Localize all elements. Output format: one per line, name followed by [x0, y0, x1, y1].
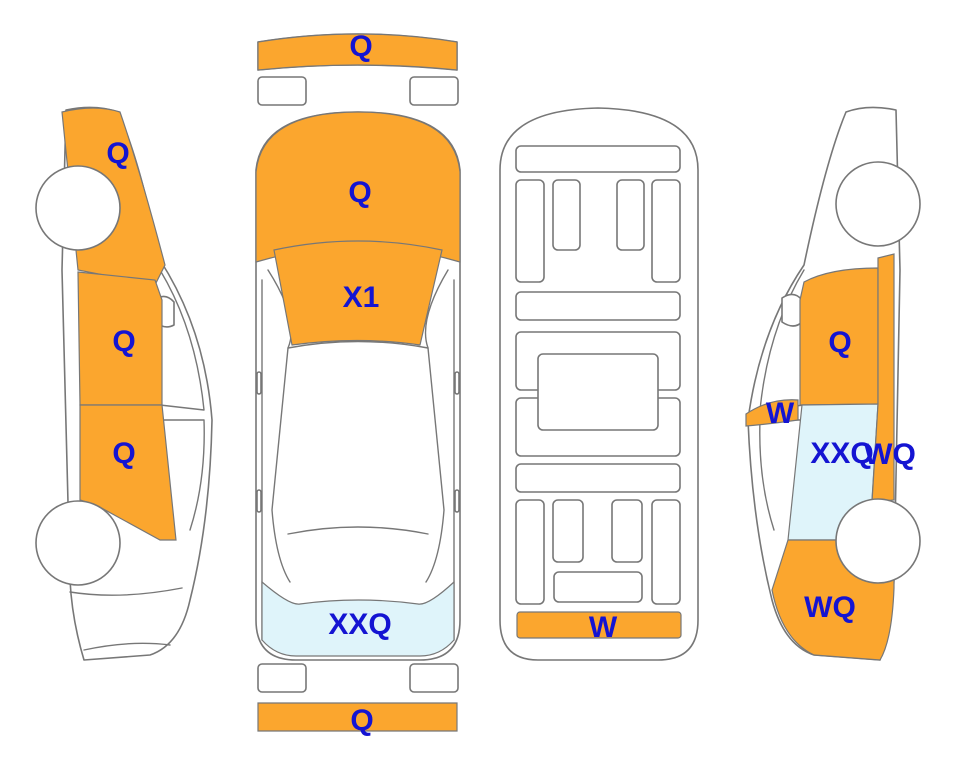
- trunk-sill-panel: [516, 611, 682, 639]
- rear-window-label: XXQ: [328, 608, 391, 641]
- right-front-door-label: Q: [828, 326, 851, 359]
- left-rear-wheel: [35, 500, 121, 586]
- left-rear-door-panel: [79, 404, 177, 541]
- right-rear-door-label: XXQ: [810, 437, 873, 470]
- right-mirror-label: W: [766, 397, 795, 430]
- rear-right-light: [409, 663, 459, 693]
- rear-left-light: [257, 663, 307, 693]
- front-bumper-panel: [257, 33, 458, 71]
- right-rear-pillar-label: WQ: [864, 438, 916, 471]
- front-left-light: [257, 76, 307, 106]
- left-handle-top: [256, 489, 262, 513]
- left-front-wheel: [35, 165, 121, 251]
- windshield-label: X1: [343, 281, 380, 314]
- front-bumper-label: Q: [349, 30, 372, 63]
- right-mirror-top: [454, 371, 460, 395]
- left-rear-door-label: Q: [112, 437, 135, 470]
- right-mirror-outline: [781, 293, 803, 327]
- underbody-view: [499, 107, 699, 661]
- left-fender-label: Q: [106, 137, 129, 170]
- right-handle-top: [454, 489, 460, 513]
- left-front-door-label: Q: [112, 325, 135, 358]
- rear-bumper-label: Q: [350, 704, 373, 737]
- front-right-light: [409, 76, 459, 106]
- hood-label: Q: [348, 176, 371, 209]
- right-quarter-panel-label: WQ: [804, 591, 856, 624]
- right-mirror-panel: [745, 399, 799, 427]
- right-front-wheel: [835, 161, 921, 247]
- trunk-sill-label: W: [589, 611, 618, 644]
- rear-bumper-panel: [257, 702, 458, 732]
- right-rear-wheel: [835, 498, 921, 584]
- windshield-panel: [273, 240, 443, 346]
- left-mirror-top: [256, 371, 262, 395]
- left-front-door-panel: [77, 271, 163, 406]
- rear-window-panel: [261, 580, 455, 657]
